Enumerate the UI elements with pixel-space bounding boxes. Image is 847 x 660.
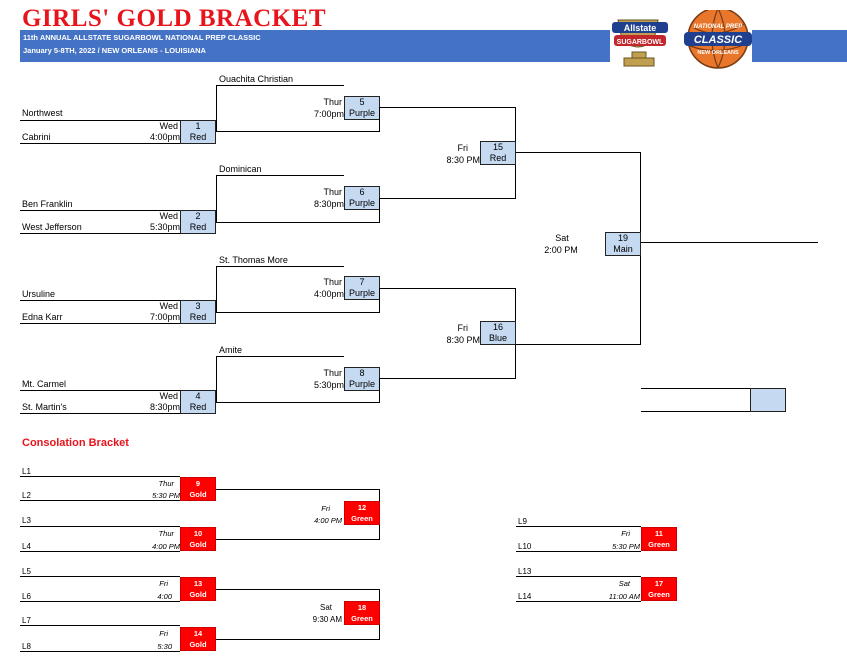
label-l10: L10 bbox=[518, 542, 532, 551]
sugarbowl-logo: Allstate SUGARBOWL NATIONAL PREP CLASSIC… bbox=[612, 10, 752, 69]
team-dominican: Dominican bbox=[219, 164, 262, 174]
game-13-time: 4:00 bbox=[157, 592, 172, 601]
label-l1: L1 bbox=[22, 467, 31, 476]
game-8-time: 5:30pm bbox=[313, 380, 344, 390]
game-11-day: Fri bbox=[621, 529, 630, 538]
team-northwest: Northwest bbox=[22, 108, 63, 118]
team-mt-carmel: Mt. Carmel bbox=[22, 379, 67, 389]
game-12-time: 4:00 PM bbox=[314, 516, 342, 525]
label-l13: L13 bbox=[518, 567, 532, 576]
svg-text:CLASSIC: CLASSIC bbox=[694, 34, 743, 46]
game-3-day: Wed bbox=[159, 301, 178, 311]
label-l7: L7 bbox=[22, 616, 31, 625]
game-6-time: 8:30pm bbox=[313, 199, 344, 209]
label-l3: L3 bbox=[22, 516, 31, 525]
header-banner: 11th ANNUAL ALLSTATE SUGARBOWL NATIONAL … bbox=[20, 30, 610, 62]
label-l8: L8 bbox=[22, 642, 31, 651]
game-18-time: 9:30 AM bbox=[312, 615, 342, 624]
label-l2: L2 bbox=[22, 491, 31, 500]
game-9-time: 5:30 PM bbox=[152, 491, 180, 500]
game-17-time: 11:00 AM bbox=[608, 592, 640, 601]
game-4-time: 8:30pm bbox=[149, 402, 180, 412]
label-l4: L4 bbox=[22, 542, 31, 551]
team-edna-karr: Edna Karr bbox=[22, 312, 63, 322]
team-west-jefferson: West Jefferson bbox=[22, 222, 82, 232]
game-9-day: Thur bbox=[158, 479, 174, 488]
game-1-time: 4:00pm bbox=[149, 132, 180, 142]
game-16-day: Fri bbox=[457, 323, 469, 333]
game-16-time: 8:30 PM bbox=[446, 335, 480, 345]
game-7-time: 4:00pm bbox=[313, 289, 344, 299]
champion-box bbox=[750, 388, 786, 412]
game-14-time: 5:30 bbox=[157, 642, 172, 651]
label-l6: L6 bbox=[22, 592, 31, 601]
team-cabrini: Cabrini bbox=[22, 132, 51, 142]
game-10-day: Thur bbox=[158, 529, 174, 538]
game-11-time: 5:30 PM bbox=[612, 542, 640, 551]
game-4-day: Wed bbox=[159, 391, 178, 401]
game-12-day: Fri bbox=[321, 504, 330, 513]
label-l5: L5 bbox=[22, 567, 31, 576]
svg-text:NATIONAL PREP: NATIONAL PREP bbox=[694, 24, 743, 30]
svg-text:SUGARBOWL: SUGARBOWL bbox=[617, 39, 664, 46]
consolation-title: Consolation Bracket bbox=[22, 437, 129, 449]
team-amite: Amite bbox=[219, 345, 243, 355]
game-1-day: Wed bbox=[159, 121, 178, 131]
game-13-day: Fri bbox=[159, 579, 168, 588]
banner-subtitle-2: January 5-8TH, 2022 / NEW ORLEANS - LOUI… bbox=[23, 46, 206, 55]
header-banner-right bbox=[752, 30, 847, 62]
game-19-day: Sat bbox=[555, 233, 569, 243]
game-5-day: Thur bbox=[323, 97, 342, 107]
game-15-day: Fri bbox=[457, 143, 469, 153]
svg-text:Allstate: Allstate bbox=[624, 23, 657, 33]
game-6-day: Thur bbox=[323, 187, 342, 197]
game-7-day: Thur bbox=[323, 277, 342, 287]
label-l14: L14 bbox=[518, 592, 532, 601]
game-2-day: Wed bbox=[159, 211, 178, 221]
game-15-time: 8:30 PM bbox=[446, 155, 480, 165]
game-18-day: Sat bbox=[319, 603, 332, 612]
page-title: GIRLS' GOLD BRACKET bbox=[22, 5, 327, 32]
game-17-day: Sat bbox=[618, 579, 630, 588]
game-5-time: 7:00pm bbox=[313, 109, 344, 119]
team-st-martins: St. Martin's bbox=[22, 402, 67, 412]
team-ouachita: Ouachita Christian bbox=[219, 74, 294, 84]
game-10-time: 4:00 PM bbox=[152, 542, 180, 551]
game-2-time: 5:30pm bbox=[149, 222, 180, 232]
game-8-day: Thur bbox=[323, 368, 342, 378]
banner-subtitle-1: 11th ANNUAL ALLSTATE SUGARBOWL NATIONAL … bbox=[23, 33, 261, 42]
game-14-day: Fri bbox=[159, 629, 168, 638]
label-l9: L9 bbox=[518, 517, 527, 526]
team-st-thomas-more: St. Thomas More bbox=[219, 255, 288, 265]
team-ursuline: Ursuline bbox=[22, 289, 56, 299]
svg-text:NEW ORLEANS: NEW ORLEANS bbox=[697, 50, 739, 56]
team-ben-franklin: Ben Franklin bbox=[22, 199, 73, 209]
game-3-time: 7:00pm bbox=[149, 312, 180, 322]
game-19-time: 2:00 PM bbox=[544, 245, 578, 255]
